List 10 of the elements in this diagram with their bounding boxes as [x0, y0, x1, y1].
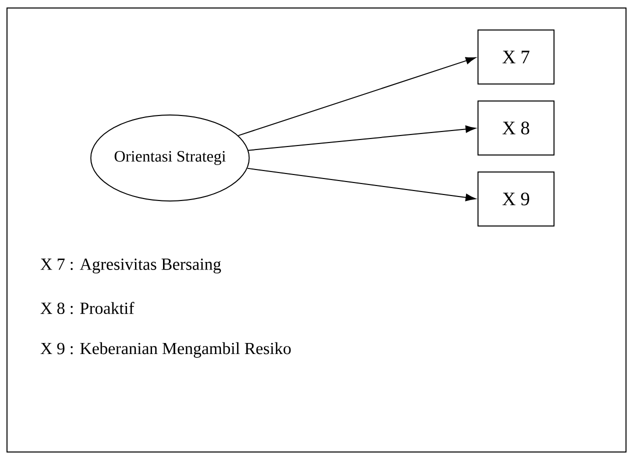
ellipse-node: Orientasi Strategi [90, 114, 250, 202]
arrow [248, 125, 476, 151]
indicator-box: X 7 [478, 30, 554, 84]
legend-text: X 7 : Agresivitas Bersaing [40, 258, 221, 274]
legend-text: X 9 : Keberanian Mengambil Resiko [40, 342, 291, 358]
legend-text: X 8 : Proaktif [40, 302, 134, 314]
arrow [246, 168, 476, 202]
arrow [238, 57, 476, 136]
indicator-box: X 9 [478, 172, 554, 226]
indicator-box: X 8 [478, 100, 554, 156]
